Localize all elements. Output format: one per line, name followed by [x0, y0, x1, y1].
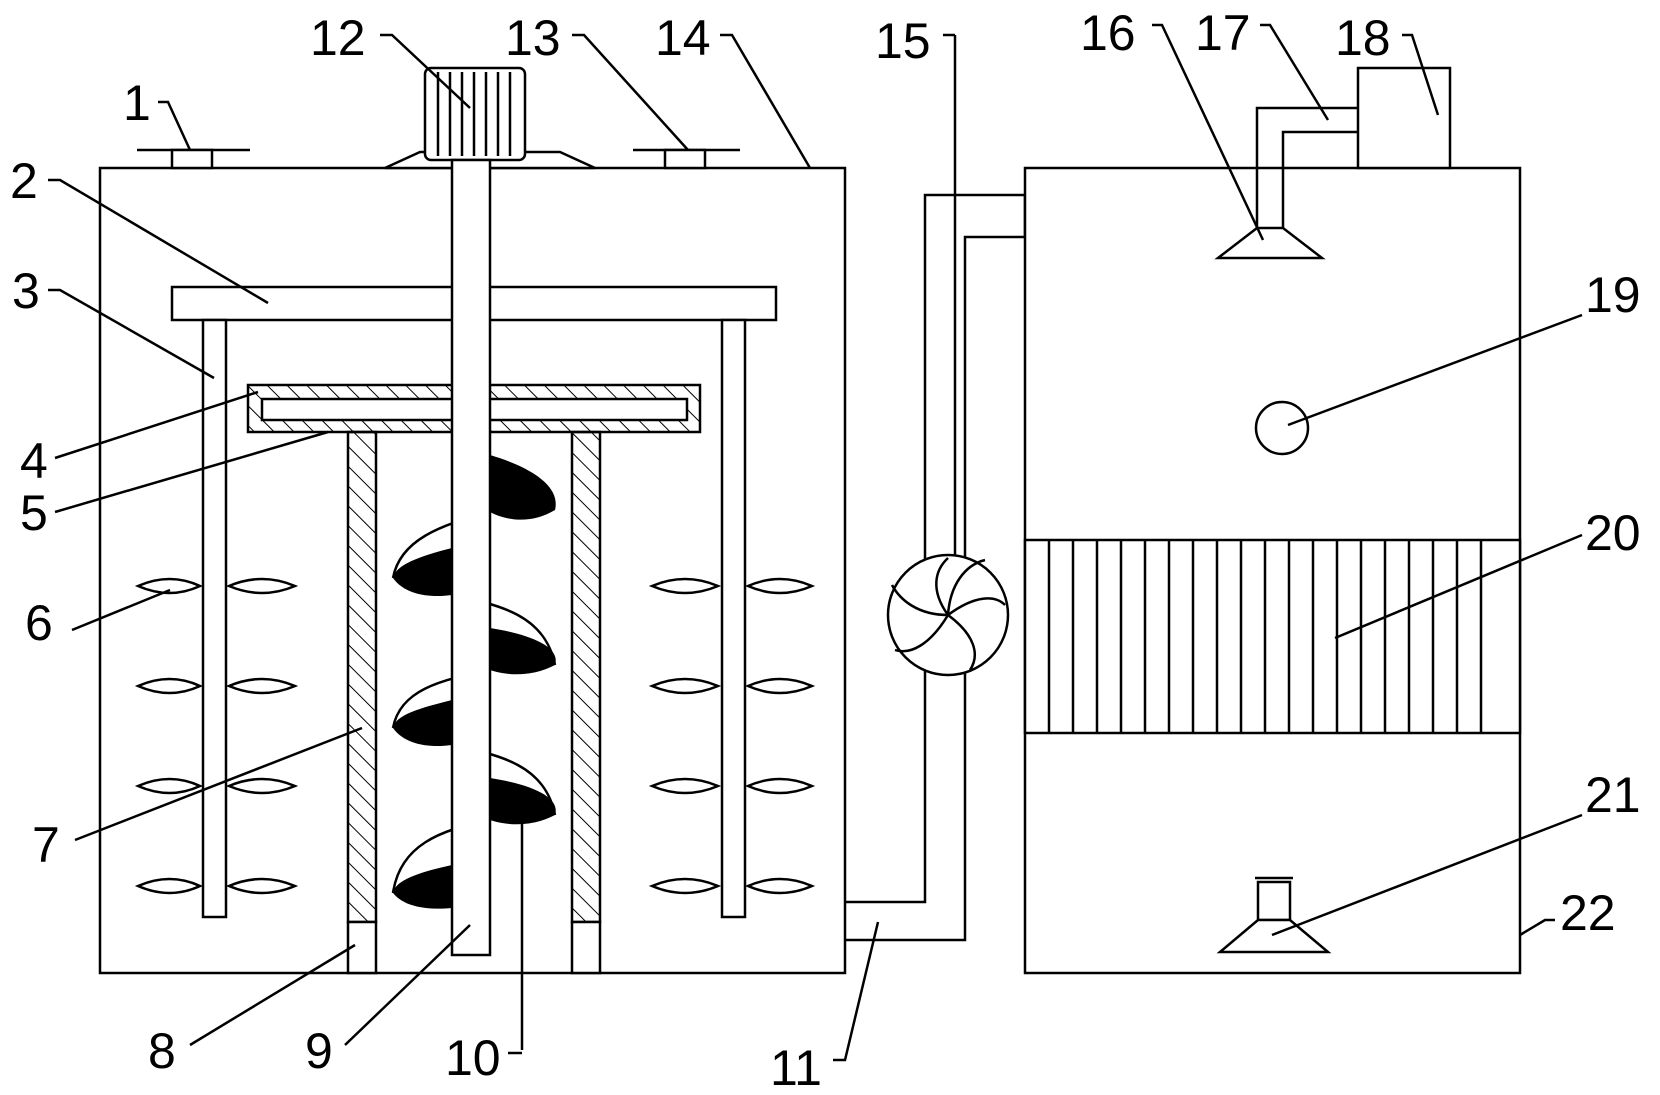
label-14: 14 [655, 10, 711, 66]
sensor-circle [1254, 400, 1310, 456]
stirring-rod-right [720, 318, 747, 919]
inlet-valve-left [137, 148, 250, 170]
central-shaft [450, 158, 492, 957]
label-21: 21 [1585, 767, 1641, 823]
label-19: 19 [1585, 267, 1641, 323]
label-20: 20 [1585, 505, 1641, 561]
label-17: 17 [1195, 5, 1251, 61]
inlet-valve-right [633, 148, 740, 170]
inner-tube-base-right [570, 920, 602, 975]
label-7: 7 [32, 817, 60, 873]
part-labels: 1 2 3 4 5 6 7 8 9 10 11 12 13 14 15 16 1… [10, 5, 1641, 1095]
label-4: 4 [20, 433, 48, 489]
bottom-outlet [1216, 876, 1332, 954]
mixing-tank [98, 66, 847, 1050]
stirring-rod-left [201, 318, 228, 919]
inner-tube-base-left [346, 920, 378, 975]
label-16: 16 [1080, 5, 1136, 61]
label-5: 5 [20, 485, 48, 541]
treatment-tank [1023, 66, 1522, 975]
label-13: 13 [505, 10, 561, 66]
label-12: 12 [310, 10, 366, 66]
label-2: 2 [10, 153, 38, 209]
label-9: 9 [305, 1023, 333, 1079]
label-10: 10 [445, 1030, 501, 1086]
label-11: 11 [770, 1040, 822, 1095]
spray-nozzle [1214, 226, 1326, 260]
label-8: 8 [148, 1023, 176, 1079]
stirring-blades [134, 577, 816, 895]
leader-lines [48, 23, 1583, 1062]
pump-box [1356, 66, 1452, 170]
fan [886, 553, 1010, 677]
label-3: 3 [12, 263, 40, 319]
connecting-pipe [845, 35, 1027, 942]
label-15: 15 [875, 13, 931, 69]
inner-tube-wall-left [346, 430, 378, 924]
filter-layer [1023, 538, 1522, 735]
screw-conveyor [391, 455, 557, 1050]
motor [384, 66, 596, 170]
inner-tube-wall-right [570, 430, 602, 924]
label-1: 1 [123, 75, 151, 131]
label-22: 22 [1560, 885, 1616, 941]
filter-grid [1047, 540, 1483, 733]
label-6: 6 [25, 595, 53, 651]
label-18: 18 [1335, 10, 1391, 66]
